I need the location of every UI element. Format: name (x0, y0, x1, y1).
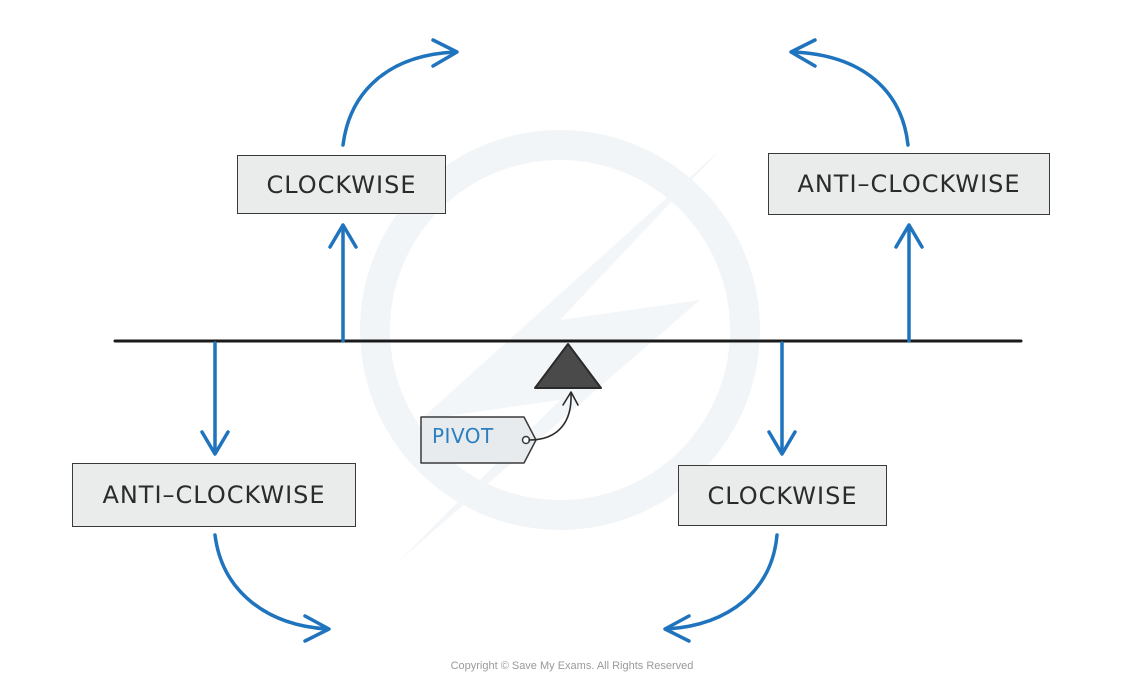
label-text: CLOCKWISE (707, 481, 858, 510)
label-text: ANTI–CLOCKWISE (102, 481, 326, 509)
label-box-clockwise-bottom: CLOCKWISE (678, 465, 887, 526)
rotation-arrow-clockwise-top (341, 38, 459, 147)
pivot-label: PIVOT (432, 424, 494, 448)
label-box-anticlockwise-top: ANTI–CLOCKWISE (768, 153, 1050, 215)
force-arrow-down-right (767, 341, 797, 456)
label-box-clockwise-top: CLOCKWISE (237, 155, 446, 214)
label-text: CLOCKWISE (266, 170, 417, 199)
rotation-arrow-clockwise-bottom (663, 533, 779, 643)
force-arrow-up-left (328, 223, 358, 343)
rotation-arrow-anticlockwise-top (789, 38, 910, 147)
rotation-arrow-anticlockwise-bottom (213, 533, 331, 643)
force-arrow-down-left (200, 341, 230, 456)
pivot-pointer-arrow (528, 391, 579, 441)
label-text: ANTI–CLOCKWISE (797, 170, 1021, 198)
force-arrow-up-right (894, 223, 924, 343)
label-box-anticlockwise-bottom: ANTI–CLOCKWISE (72, 463, 356, 527)
copyright-notice: Copyright © Save My Exams. All Rights Re… (450, 660, 694, 672)
pivot-fulcrum (534, 343, 602, 389)
